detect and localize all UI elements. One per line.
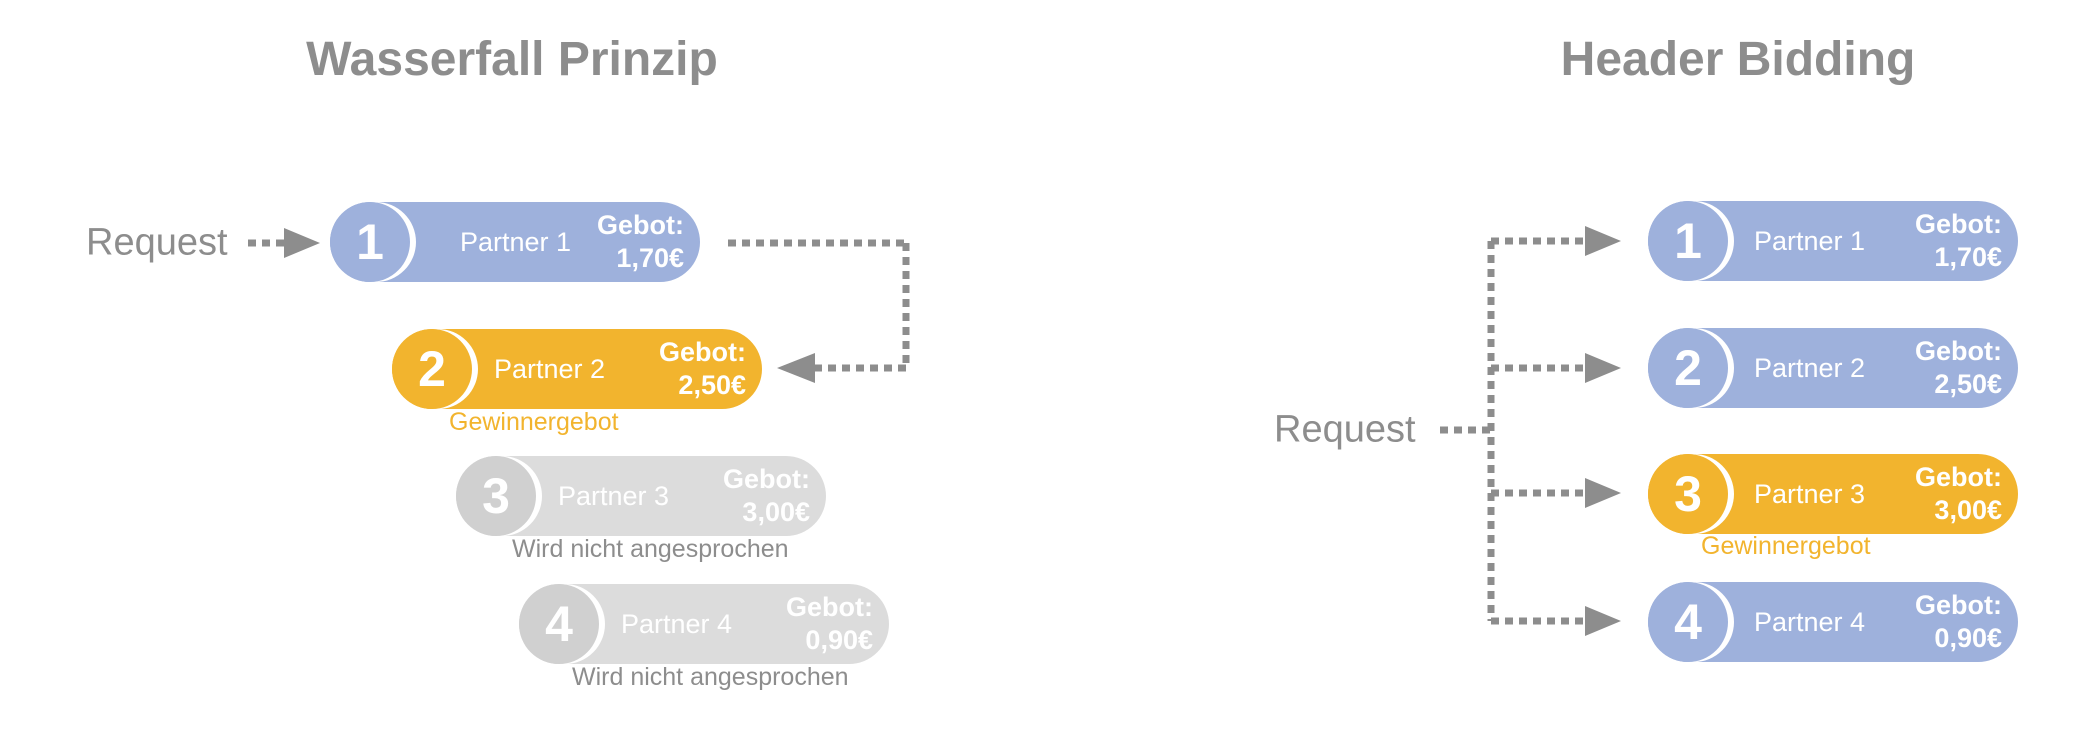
bid-value: 1,70€ [616,243,684,273]
header-bidding-request-label: Request [1274,408,1416,451]
partner-number-badge: 3 [1648,454,1728,534]
partner-bid: Gebot: 2,50€ [1902,335,2002,401]
partner-name: Partner 3 [558,481,670,511]
partner-number-badge: 2 [1648,328,1728,408]
header-bidding-partner-pill: 3 Partner 3 Gebot: 3,00€ [1648,454,2018,534]
bid-value: 0,90€ [805,625,873,655]
bid-label: Gebot: [1915,209,2002,239]
partner-number-badge: 4 [1648,582,1728,662]
partner-name: Partner 2 [494,354,606,384]
winner-note: Gewinnergebot [1701,532,1871,560]
arrow-left-icon [777,353,815,383]
partner-bid: Gebot: 2,50€ [646,336,746,402]
waterfall-request-label: Request [86,221,228,264]
bid-label: Gebot: [723,464,810,494]
header-bidding-partner-pill: 4 Partner 4 Gebot: 0,90€ [1648,582,2018,662]
partner-bid: Gebot: 3,00€ [1902,461,2002,527]
partner-number-badge: 4 [519,584,599,664]
bid-value: 3,00€ [742,497,810,527]
arrow-right-icon [284,228,320,258]
partner-name: Partner 1 [1754,226,1866,256]
waterfall-partner-pill: 4 Partner 4 Gebot: 0,90€ [519,584,889,664]
partner-number-badge: 2 [392,329,472,409]
bid-label: Gebot: [1915,336,2002,366]
header-bidding-partner-pill: 2 Partner 2 Gebot: 2,50€ [1648,328,2018,408]
bid-label: Gebot: [786,592,873,622]
partner-name: Partner 4 [621,609,733,639]
arrow-right-icon [1585,226,1621,256]
bid-label: Gebot: [1915,462,2002,492]
bid-label: Gebot: [597,210,684,240]
partner-bid: Gebot: 0,90€ [1902,589,2002,655]
bid-label: Gebot: [659,337,746,367]
partner-name: Partner 2 [1754,353,1866,383]
partner-name: Partner 3 [1754,479,1866,509]
partner-bid: Gebot: 1,70€ [1902,208,2002,274]
partner-bid: Gebot: 0,90€ [773,591,873,657]
bid-value: 2,50€ [1934,369,2002,399]
winner-note: Gewinnergebot [449,408,619,436]
arrow-right-icon [1585,478,1621,508]
partner-name: Partner 1 [460,227,572,257]
waterfall-partner-pill: 2 Partner 2 Gebot: 2,50€ [392,329,762,409]
bid-value: 1,70€ [1934,242,2002,272]
partner-number-badge: 3 [456,456,536,536]
header-bidding-title: Header Bidding [1560,33,1916,86]
waterfall-partner-pill: 3 Partner 3 Gebot: 3,00€ [456,456,826,536]
partner-number-badge: 1 [1648,201,1728,281]
arrow-right-icon [1585,606,1621,636]
bid-value: 2,50€ [678,370,746,400]
not-contacted-note: Wird nicht angesprochen [572,663,849,691]
bid-value: 0,90€ [1934,623,2002,653]
bid-value: 3,00€ [1934,495,2002,525]
arrow-right-icon [1585,353,1621,383]
not-contacted-note: Wird nicht angesprochen [512,535,789,563]
partner-number-badge: 1 [330,202,410,282]
bid-label: Gebot: [1915,590,2002,620]
waterfall-partner-pill: 1 Partner 1 Gebot: 1,70€ [330,202,700,282]
waterfall-title: Wasserfall Prinzip [306,33,718,86]
partner-bid: Gebot: 1,70€ [584,209,684,275]
partner-bid: Gebot: 3,00€ [710,463,810,529]
header-bidding-partner-pill: 1 Partner 1 Gebot: 1,70€ [1648,201,2018,281]
partner-name: Partner 4 [1754,607,1866,637]
